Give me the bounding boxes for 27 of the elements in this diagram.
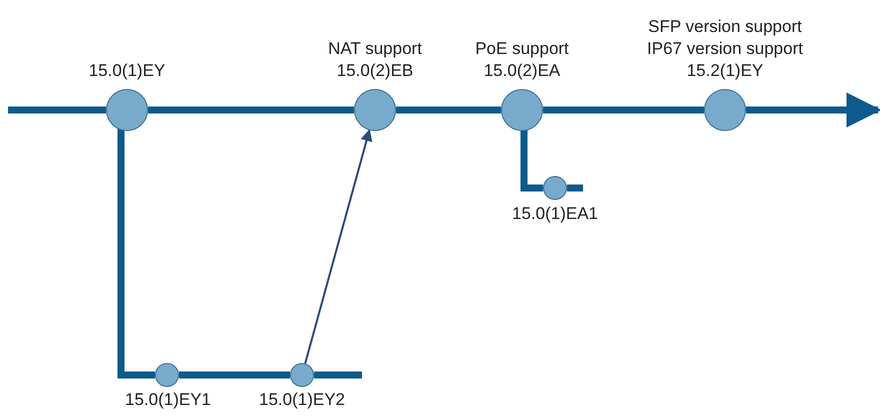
version-circle	[704, 89, 746, 131]
branch-line	[567, 184, 583, 192]
version-circle	[543, 176, 567, 200]
version-label: 15.0(1)EY1	[125, 389, 211, 411]
branch-line	[543, 106, 704, 114]
feature-label: IP67 version support	[647, 38, 803, 60]
version-label: 15.0(2)EA	[484, 60, 560, 82]
branch-line	[148, 106, 354, 114]
version-label: 15.2(1)EY	[686, 60, 764, 82]
branch-line	[396, 106, 501, 114]
version-circle	[155, 363, 179, 387]
version-circle	[106, 89, 148, 131]
feature-label: NAT support	[328, 38, 422, 60]
feature-label: SFP version support	[648, 16, 802, 38]
arrow	[746, 92, 880, 128]
version-circle	[354, 89, 396, 131]
branch-line	[179, 372, 290, 378]
branch-line	[8, 106, 106, 114]
version-label: 15.0(1)EY	[88, 60, 166, 82]
version-label: 15.0(1)EA1	[512, 203, 598, 225]
arrow	[304, 129, 372, 364]
feature-label: PoE support	[475, 38, 569, 60]
version-label: 15.0(1)EY2	[259, 389, 345, 411]
version-label: 15.0(2)EB	[336, 60, 414, 82]
branch-line	[314, 372, 362, 378]
version-circle	[290, 363, 314, 387]
version-circle	[501, 89, 543, 131]
